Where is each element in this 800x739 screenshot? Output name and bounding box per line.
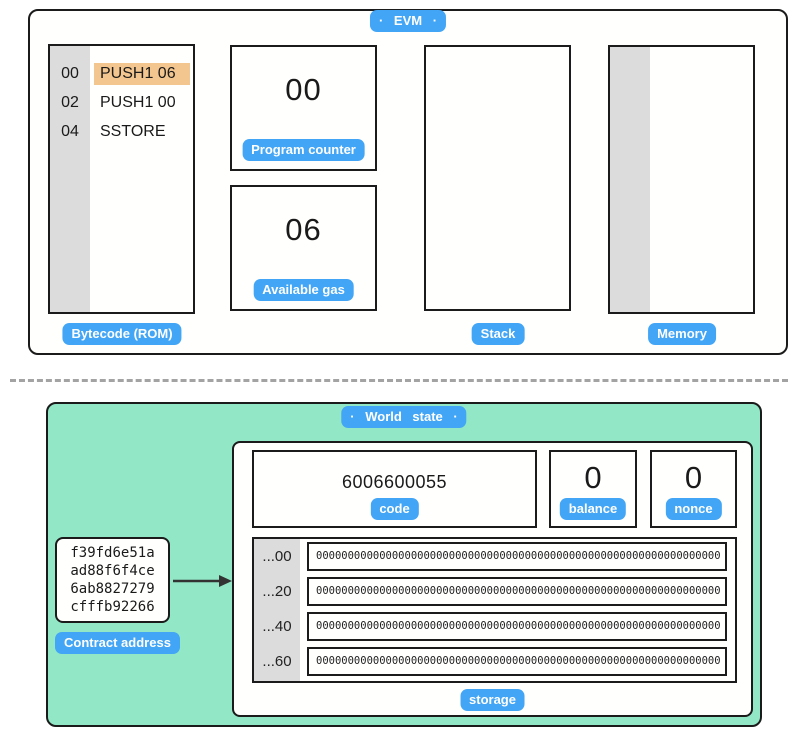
- storage-slot-value: 0000000000000000000000000000000000000000…: [307, 577, 727, 606]
- section-divider: [10, 379, 788, 382]
- bytecode-instruction: PUSH1 00: [100, 93, 176, 111]
- code-value: 6006600055: [341, 472, 448, 492]
- contract-address-value: f39fd6e51a ad88f6f4ce 6ab8827279 cfffb92…: [70, 545, 155, 615]
- contract-address-badge: Contract address: [55, 632, 180, 654]
- nonce-badge: nonce: [665, 498, 722, 520]
- bytecode-rom-badge: Bytecode (ROM): [62, 323, 182, 345]
- bytecode-address: 04: [61, 122, 79, 140]
- code-badge: code: [370, 498, 419, 520]
- account-panel: 6006600055 code 0 balance 0 nonce ...00 …: [232, 441, 753, 717]
- balance-box: 0 balance: [549, 450, 637, 528]
- program-counter-badge: Program counter: [242, 139, 365, 161]
- storage-offset: ...40: [262, 618, 292, 635]
- storage-row: ...00 0000000000000000000000000000000000…: [254, 539, 735, 574]
- bytecode-row: 00 PUSH1 06: [50, 59, 193, 88]
- available-gas-box: 06 Available gas: [230, 185, 377, 311]
- storage-offset-stripe: [254, 539, 300, 681]
- balance-value: 0: [584, 460, 602, 495]
- memory-panel: [608, 45, 755, 314]
- balance-badge: balance: [559, 498, 627, 520]
- storage-row: ...40 0000000000000000000000000000000000…: [254, 609, 735, 644]
- evm-section-badge: · EVM ·: [369, 10, 447, 32]
- nonce-box: 0 nonce: [650, 450, 737, 528]
- stack-panel: [424, 45, 571, 311]
- storage-slot-value: 0000000000000000000000000000000000000000…: [307, 542, 727, 571]
- program-counter-box: 00 Program counter: [230, 45, 377, 171]
- storage-slot-value: 0000000000000000000000000000000000000000…: [307, 647, 727, 676]
- storage-offset: ...60: [262, 653, 292, 670]
- world-state-section: · World state · f39fd6e51a ad88f6f4ce 6a…: [46, 402, 762, 727]
- evm-section: · EVM · 00 PUSH1 06 02 PUSH1 00 04 SSTOR…: [28, 9, 788, 355]
- storage-table: ...00 0000000000000000000000000000000000…: [252, 537, 737, 683]
- storage-offset: ...20: [262, 583, 292, 600]
- nonce-value: 0: [684, 460, 703, 495]
- bytecode-instruction: SSTORE: [100, 122, 166, 140]
- available-gas-value: 06: [285, 212, 322, 247]
- storage-row: ...60 0000000000000000000000000000000000…: [254, 644, 735, 679]
- bytecode-rows: 00 PUSH1 06 02 PUSH1 00 04 SSTORE: [50, 46, 193, 146]
- storage-offset: ...00: [262, 548, 292, 565]
- code-box: 6006600055 code: [252, 450, 537, 528]
- bytecode-rom-panel: 00 PUSH1 06 02 PUSH1 00 04 SSTORE: [48, 44, 195, 314]
- stack-badge: Stack: [471, 323, 525, 345]
- storage-row: ...20 0000000000000000000000000000000000…: [254, 574, 735, 609]
- available-gas-badge: Available gas: [253, 279, 354, 301]
- bytecode-instruction-current: PUSH1 06: [94, 62, 190, 85]
- bytecode-row: 04 SSTORE: [50, 117, 193, 146]
- storage-badge: storage: [460, 689, 525, 711]
- program-counter-value: 00: [285, 72, 322, 107]
- memory-address-stripe: [610, 47, 650, 312]
- bytecode-address: 00: [61, 64, 79, 82]
- bytecode-address: 02: [61, 93, 79, 111]
- contract-address-box: f39fd6e51a ad88f6f4ce 6ab8827279 cfffb92…: [55, 537, 170, 623]
- bytecode-address-stripe: [50, 46, 90, 312]
- address-arrow-icon: [173, 575, 232, 587]
- memory-badge: Memory: [648, 323, 716, 345]
- world-state-badge: · World state ·: [341, 406, 467, 428]
- bytecode-row: 02 PUSH1 00: [50, 88, 193, 117]
- storage-slot-value: 0000000000000000000000000000000000000000…: [307, 612, 727, 641]
